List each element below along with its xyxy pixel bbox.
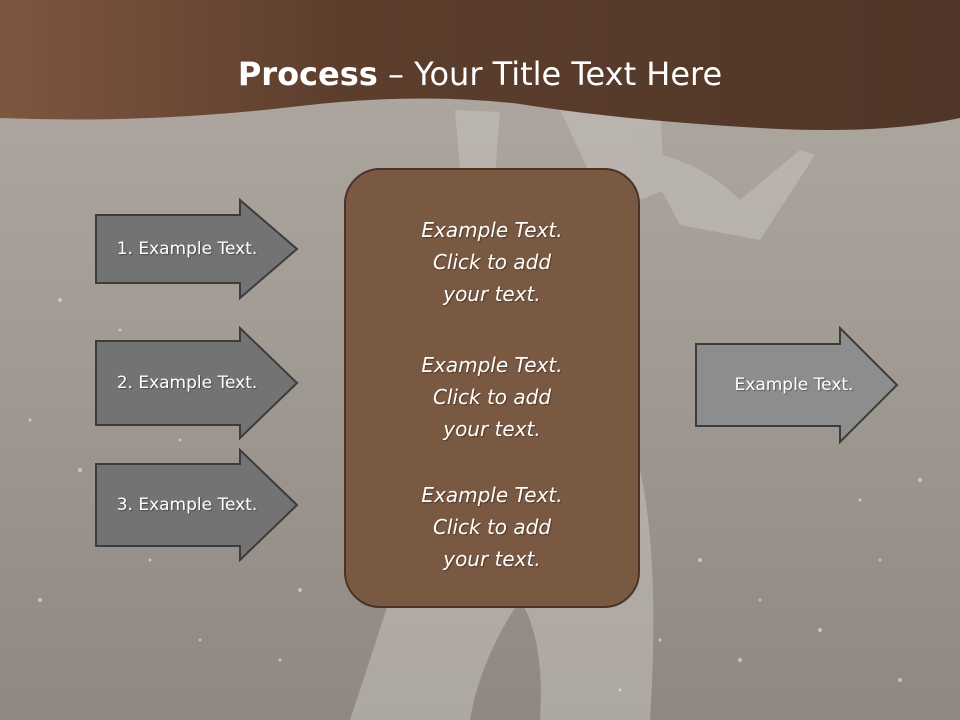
text-line: Example Text.	[421, 353, 563, 377]
header-band	[0, 0, 960, 131]
arrow-shape	[95, 448, 299, 562]
arrow-shape	[695, 326, 899, 444]
text-block-2: Example Text. Click to add your text.	[346, 349, 638, 445]
center-text-box[interactable]: Example Text. Click to add your text. Ex…	[344, 168, 640, 608]
process-arrow-2[interactable]: 2. Example Text.	[94, 326, 300, 440]
text-line: your text.	[443, 547, 541, 571]
arrow-label: 2. Example Text.	[116, 373, 258, 393]
arrow-shape	[95, 326, 299, 440]
text-line: Click to add	[432, 515, 552, 539]
text-line: Example Text.	[421, 483, 563, 507]
arrow-shape	[95, 198, 299, 300]
slide-title: Process – Your Title Text Here	[0, 52, 960, 96]
arrow-label: 1. Example Text.	[116, 239, 258, 259]
text-block-3: Example Text. Click to add your text.	[346, 479, 638, 575]
text-block-1: Example Text. Click to add your text.	[346, 214, 638, 310]
arrow-label: 3. Example Text.	[116, 495, 258, 515]
text-line: Click to add	[432, 250, 552, 274]
arrow-label: Example Text.	[734, 375, 854, 395]
text-line: your text.	[443, 417, 541, 441]
result-arrow[interactable]: Example Text.	[694, 326, 900, 444]
title-rest: – Your Title Text Here	[377, 55, 723, 93]
title-bold: Process	[237, 55, 378, 93]
process-arrow-1[interactable]: 1. Example Text.	[94, 198, 300, 300]
process-arrow-3[interactable]: 3. Example Text.	[94, 448, 300, 562]
text-line: Click to add	[432, 385, 552, 409]
text-line: your text.	[443, 282, 541, 306]
splash-specks	[28, 298, 922, 692]
text-line: Example Text.	[421, 218, 563, 242]
